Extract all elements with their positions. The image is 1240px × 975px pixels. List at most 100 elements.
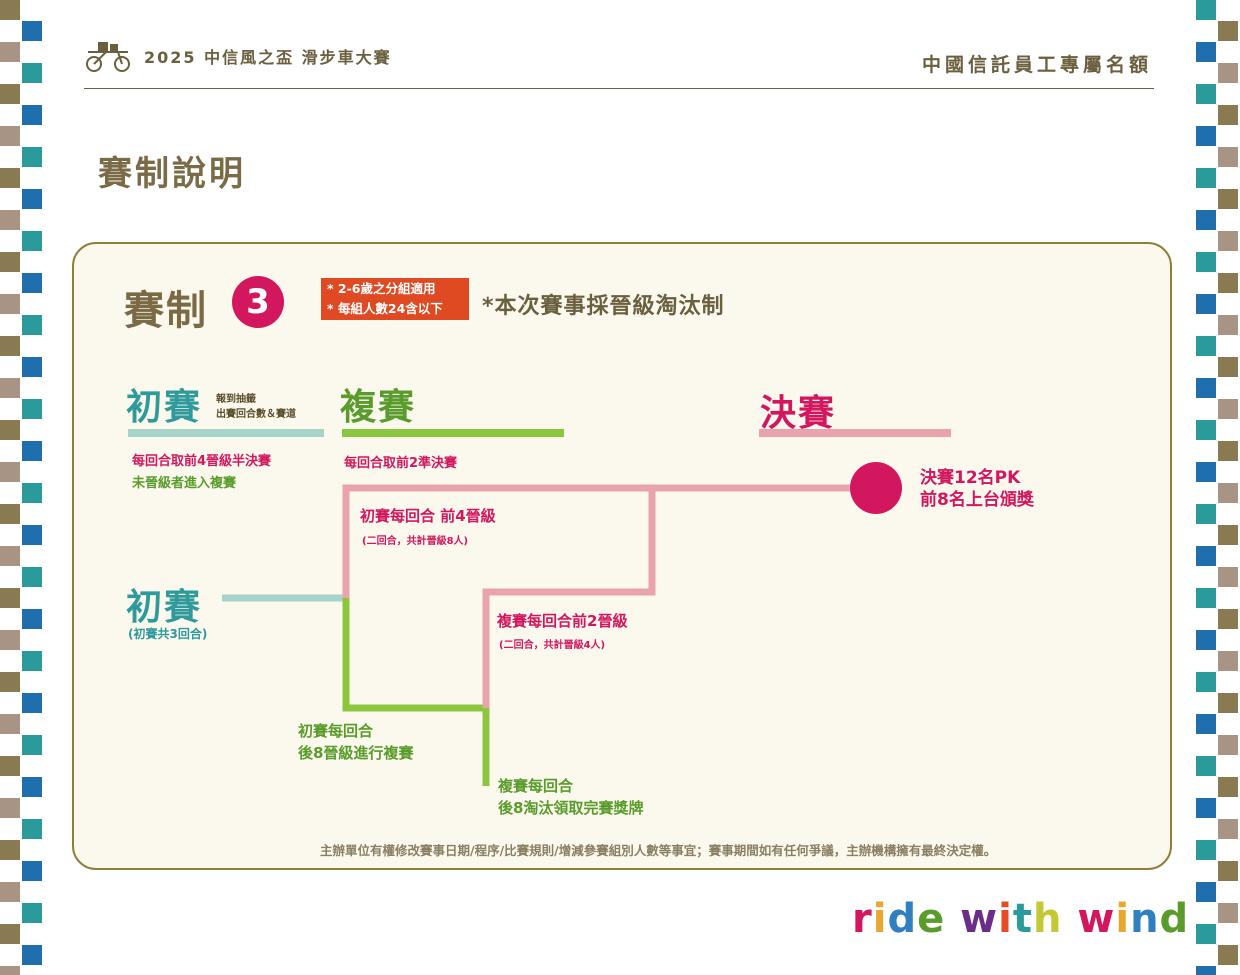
slogan-letter: d xyxy=(1159,896,1190,942)
strip-square xyxy=(0,294,20,314)
strip-square xyxy=(22,693,42,713)
strip-square xyxy=(0,588,20,608)
slogan-letter: i xyxy=(1115,896,1131,942)
repechage-advance-sublabel: (二回合，共計晉級4人) xyxy=(499,640,606,651)
strip-square xyxy=(1218,189,1238,209)
strip-square xyxy=(22,483,42,503)
strip-square xyxy=(0,966,20,975)
strip-square xyxy=(22,399,42,419)
rep-elim-line-2: 後8淘汰領取完賽獎牌 xyxy=(498,799,644,817)
strip-square xyxy=(0,126,20,146)
strip-square xyxy=(1196,294,1216,314)
strip-square xyxy=(22,567,42,587)
strip-square xyxy=(0,252,20,272)
strip-square xyxy=(0,672,20,692)
strip-square xyxy=(1218,399,1238,419)
strip-square xyxy=(1196,504,1216,524)
eligibility-notes-box: * 2-6歲之分組適用 * 每組人數24含以下 xyxy=(321,278,469,320)
left-color-strip xyxy=(0,0,44,975)
strip-square xyxy=(22,147,42,167)
strip-square xyxy=(0,462,20,482)
strip-square xyxy=(22,945,42,965)
slogan-letter: h xyxy=(1032,896,1063,942)
strip-square xyxy=(1218,357,1238,377)
slogan-letter: i xyxy=(998,896,1013,942)
rule-prelim-top: 每回合取前4晉級半決賽 xyxy=(132,454,272,469)
bike-logo-icon xyxy=(86,42,130,72)
strip-square xyxy=(22,273,42,293)
stage-final-bar xyxy=(759,429,951,437)
final-label-line-2: 前8名上台頒獎 xyxy=(920,490,1034,510)
right-color-strip xyxy=(1196,0,1240,975)
slogan-letter xyxy=(945,896,960,942)
header-brand: 2025 中信風之盃 滑步車大賽 xyxy=(84,36,392,76)
strip-square xyxy=(1196,630,1216,650)
prelim-advance-sublabel: (二回合，共計晉級8人) xyxy=(362,536,469,547)
strip-square xyxy=(22,21,42,41)
repechage-advance-label: 複賽每回合前2晉級 xyxy=(497,612,628,630)
strip-square xyxy=(1218,441,1238,461)
strip-square xyxy=(0,84,20,104)
strip-square xyxy=(1218,693,1238,713)
strip-square xyxy=(1218,861,1238,881)
rule-prelim-bottom: 未晉級者進入複賽 xyxy=(132,476,237,491)
strip-square xyxy=(22,441,42,461)
format-note: *本次賽事採晉級淘汰制 xyxy=(482,294,725,319)
strip-square xyxy=(1218,777,1238,797)
strip-square xyxy=(1218,651,1238,671)
strip-square xyxy=(1196,462,1216,482)
strip-square xyxy=(1196,798,1216,818)
strip-square xyxy=(1218,63,1238,83)
strip-square xyxy=(1196,756,1216,776)
flow-line-rep-advance xyxy=(482,488,656,708)
strip-square xyxy=(22,315,42,335)
strip-square xyxy=(1218,609,1238,629)
strip-square xyxy=(1218,273,1238,293)
prelim-elimination-label: 初賽每回合 後8晉級進行複賽 xyxy=(298,720,413,764)
strip-square xyxy=(1196,924,1216,944)
strip-square xyxy=(0,378,20,398)
eligibility-note-2: * 每組人數24含以下 xyxy=(327,301,443,316)
strip-square xyxy=(1196,42,1216,62)
strip-square xyxy=(22,525,42,545)
strip-square xyxy=(0,756,20,776)
stage-repechage-title: 複賽 xyxy=(340,387,417,428)
stage-prelim-subtitle: 報到抽籤 出賽回合數＆賽道 xyxy=(216,392,296,422)
slogan-letter: e xyxy=(917,896,946,942)
strip-square xyxy=(22,105,42,125)
strip-square xyxy=(0,546,20,566)
stage-final-title: 決賽 xyxy=(760,393,837,434)
prelim-advance-label: 初賽每回合 前4晉級 xyxy=(360,507,496,525)
strip-square xyxy=(0,168,20,188)
header-divider xyxy=(84,88,1154,89)
strip-square xyxy=(22,735,42,755)
slogan-letter: i xyxy=(872,896,888,942)
strip-square xyxy=(1196,168,1216,188)
strip-square xyxy=(22,609,42,629)
slogan-letter: n xyxy=(1130,896,1160,942)
final-label-line-1: 決賽12名PK xyxy=(920,468,1021,488)
strip-square xyxy=(1196,210,1216,230)
strip-square xyxy=(1196,882,1216,902)
format-panel xyxy=(72,242,1172,870)
prelim-elim-line-2: 後8晉級進行複賽 xyxy=(298,744,414,762)
strip-square xyxy=(22,777,42,797)
brand-title: 2025 中信風之盃 滑步車大賽 xyxy=(144,48,392,67)
prelim-sub-line-1: 報到抽籤 xyxy=(216,394,256,405)
strip-square xyxy=(1196,546,1216,566)
slogan-letter: w xyxy=(1077,896,1116,942)
strip-square xyxy=(1196,84,1216,104)
stage-prelim-title: 初賽 xyxy=(126,387,203,428)
slogan-letter: t xyxy=(1012,896,1033,942)
flow-line-prelim-elim xyxy=(342,598,490,786)
slogan-letter: r xyxy=(852,896,873,942)
strip-square xyxy=(22,231,42,251)
strip-square xyxy=(1196,714,1216,734)
strip-square xyxy=(22,819,42,839)
strip-square xyxy=(1196,840,1216,860)
strip-square xyxy=(22,189,42,209)
strip-square xyxy=(1196,126,1216,146)
strip-square xyxy=(1196,252,1216,272)
repechage-elimination-label: 複賽每回合 後8淘汰領取完賽獎牌 xyxy=(498,775,643,819)
